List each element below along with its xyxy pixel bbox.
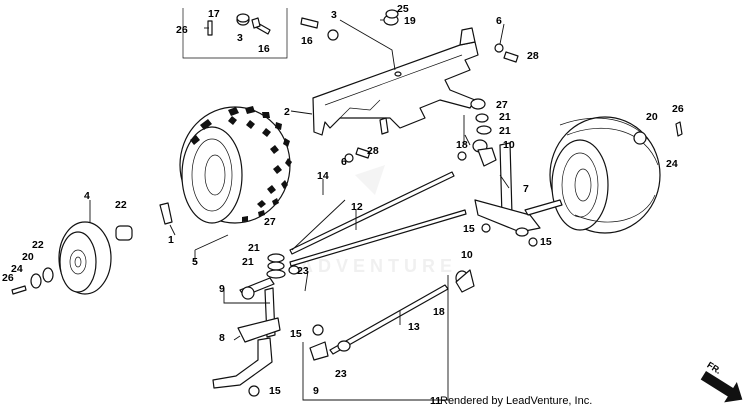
callout-20a: 20 (22, 251, 34, 263)
callout-4: 4 (84, 190, 90, 202)
callout-28b: 28 (367, 145, 379, 157)
callout-18b: 18 (433, 306, 445, 318)
callout-26a: 26 (176, 24, 188, 36)
callout-22b: 22 (32, 239, 44, 251)
callout-21a: 21 (499, 111, 511, 123)
right-tire (549, 116, 661, 234)
right-spindle (474, 121, 683, 237)
callout-23b: 23 (335, 368, 347, 380)
callout-21d: 21 (242, 256, 254, 268)
callout-24b: 24 (666, 158, 678, 170)
callout-20b: 20 (646, 111, 658, 123)
callout-28a: 28 (527, 50, 539, 62)
callout-5: 5 (192, 256, 198, 268)
callout-22a: 22 (115, 199, 127, 211)
credit-text: Rendered by LeadVenture, Inc. (440, 395, 592, 407)
callout-3b: 3 (331, 9, 337, 21)
callout-16b: 16 (301, 35, 313, 47)
callout-17: 17 (208, 8, 220, 20)
callout-25: 25 (397, 3, 409, 15)
callout-15c: 15 (290, 328, 302, 340)
callout-16a: 16 (258, 43, 270, 55)
tie-rod-end-left (239, 277, 275, 300)
callout-11: 11 (430, 395, 441, 407)
callout-1: 1 (168, 234, 174, 246)
callout-23a: 23 (297, 265, 309, 277)
callout-10b: 10 (461, 249, 473, 261)
callout-7: 7 (523, 183, 529, 195)
callout-2: 2 (284, 106, 290, 118)
left-wheel-rim (11, 202, 173, 295)
callout-9a: 9 (219, 283, 225, 295)
callout-13: 13 (408, 321, 420, 333)
callout-27a: 27 (496, 99, 508, 111)
tie-rods-upper (266, 139, 497, 279)
axle-frame-bracket (312, 27, 479, 136)
left-tire (179, 106, 292, 224)
watermark-text: ADVENTURE (300, 256, 457, 276)
callout-18a: 18 (456, 139, 468, 151)
callout-27b: 27 (264, 216, 276, 228)
hardware-misc (288, 9, 538, 336)
callout-26b: 26 (672, 103, 684, 115)
tie-rod-lower (309, 269, 475, 361)
inset-box (182, 8, 288, 59)
watermark-logo: ADVENTURE (300, 165, 457, 276)
callout-6b: 6 (341, 156, 347, 168)
callout-15a: 15 (463, 223, 475, 235)
part-callouts: 1 2 3 3 4 5 6 6 7 8 9 9 10 10 11 12 13 1… (2, 3, 684, 407)
callout-21c: 21 (248, 242, 260, 254)
callout-12: 12 (351, 201, 363, 213)
leader-lines (89, 19, 510, 401)
callout-9b: 9 (313, 385, 319, 397)
callout-8: 8 (219, 332, 225, 344)
callout-6a: 6 (496, 15, 502, 27)
callout-10a: 10 (503, 139, 515, 151)
callout-15b: 15 (540, 236, 552, 248)
front-direction-arrow: FR. (700, 360, 743, 403)
callout-26c: 26 (2, 272, 14, 284)
callout-21b: 21 (499, 125, 511, 137)
left-spindle (212, 287, 281, 397)
callout-15d: 15 (269, 385, 281, 397)
callout-14: 14 (317, 170, 329, 182)
callout-19: 19 (404, 15, 416, 27)
callout-3a: 3 (237, 32, 243, 44)
callout-24a: 24 (11, 263, 23, 275)
inset-hardware (204, 13, 271, 36)
